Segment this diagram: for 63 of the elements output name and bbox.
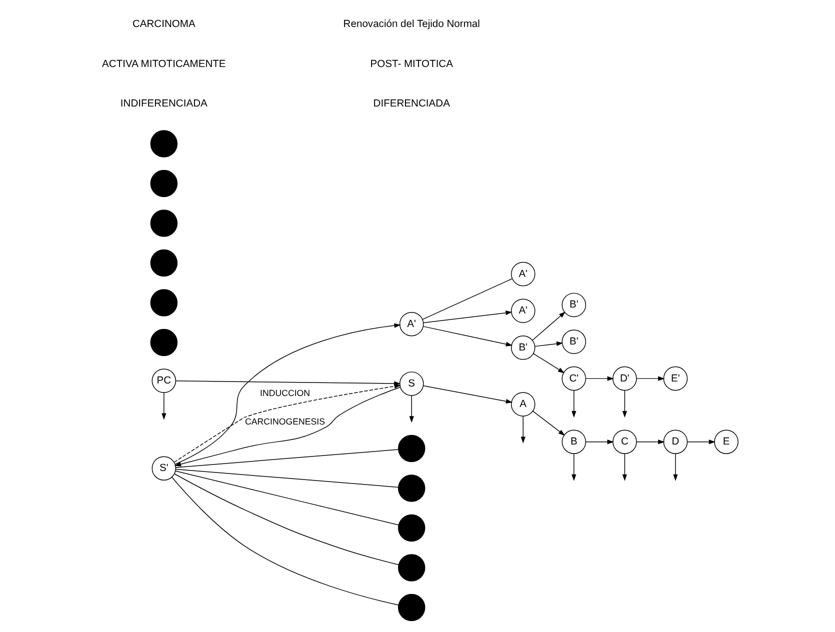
label: ACTIVA MITOTICAMENTE [102, 58, 226, 70]
node-circle: A' [510, 298, 536, 323]
node-circle: A' [510, 262, 536, 286]
label: CARCINOMA [132, 19, 196, 30]
node-circle: C [612, 430, 637, 454]
label: INDIFERENCIADA [120, 98, 208, 110]
node-circle: B' [562, 330, 586, 354]
label: Renovación del Tejido Normal [343, 19, 480, 30]
arrow [622, 390, 628, 418]
arrow [534, 341, 564, 347]
node-circle: B' [562, 292, 586, 318]
arrow [532, 312, 566, 341]
node-circle [150, 328, 178, 356]
node-circle: S' [152, 456, 176, 480]
arrow [423, 310, 512, 324]
connector [175, 470, 400, 526]
arrow [622, 453, 628, 481]
connector [174, 474, 399, 566]
connector [176, 468, 398, 488]
node-circle: B [562, 430, 586, 454]
node-circle [398, 474, 426, 502]
arrow [585, 440, 614, 444]
node-circle: D [663, 430, 688, 454]
node-circle: E' [663, 366, 688, 391]
node-circle: D' [612, 366, 637, 391]
label: POST- MITOTICA [370, 58, 453, 70]
arrow [572, 390, 576, 418]
node-circle: A [510, 392, 536, 416]
arrow [176, 380, 401, 386]
node-circle [150, 210, 178, 237]
node-circle [398, 514, 426, 542]
node-circle: E [714, 430, 738, 454]
arrow [585, 376, 614, 381]
edge-label: CARCINOGENESIS [245, 416, 325, 427]
arrow [572, 453, 576, 481]
node-circle [150, 249, 178, 277]
arrow [409, 395, 414, 423]
arrow [687, 440, 716, 444]
node-circle [398, 434, 426, 462]
node-circle [398, 594, 426, 622]
arrow [422, 385, 513, 404]
arrow [533, 353, 565, 374]
connector [176, 449, 398, 468]
node-circle: S [399, 372, 424, 396]
arrow [636, 440, 665, 444]
edge-label: INDUCCION [260, 388, 310, 398]
node-circle: A' [399, 312, 424, 336]
node-circle [150, 170, 178, 198]
arrow [636, 376, 665, 381]
node-circle: B' [510, 336, 536, 360]
arrow [162, 392, 166, 420]
arrow [422, 326, 513, 346]
arrow [673, 453, 678, 481]
label: DIFERENCIADA [373, 98, 450, 110]
node-circle: C' [562, 366, 586, 391]
connector [172, 476, 399, 606]
arrow [532, 410, 566, 436]
node-circle: PC [152, 368, 176, 393]
node-circle [398, 554, 426, 582]
connector [422, 278, 513, 320]
node-circle [150, 130, 178, 158]
node-circle [150, 289, 178, 316]
arrow [520, 416, 526, 444]
